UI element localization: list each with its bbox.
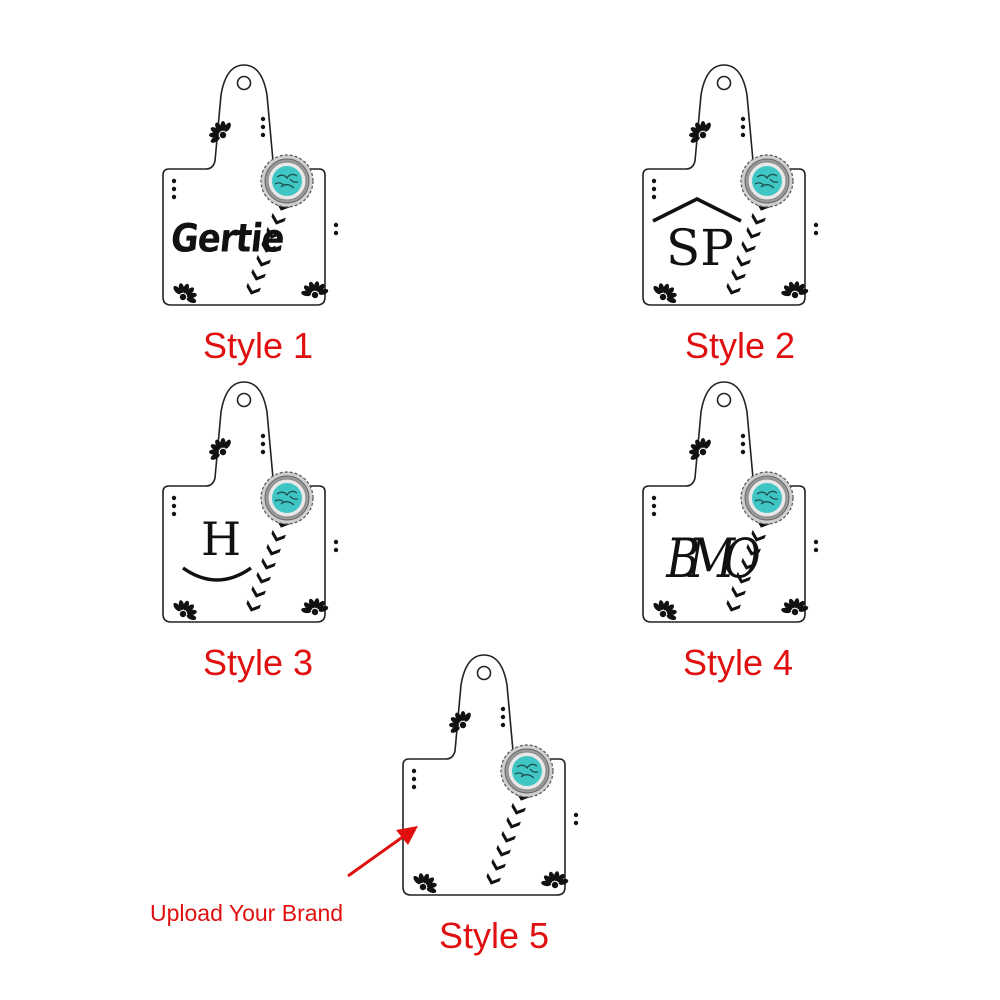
tag-art	[162, 381, 339, 623]
tag-style-3: H	[151, 381, 341, 627]
tag-engraving: Gertie	[168, 216, 287, 262]
style-5-label: Style 5	[438, 915, 550, 956]
style-2-label: Style 2	[684, 325, 796, 366]
tag-art	[642, 381, 819, 623]
tag-style-4: BMO	[631, 381, 821, 627]
dot-column-icon	[171, 116, 339, 236]
turquoise-concho-icon	[500, 744, 554, 798]
dot-column-icon	[171, 433, 339, 553]
turquoise-concho-icon	[260, 154, 314, 208]
tag-engraving: H	[201, 512, 242, 566]
tag-art	[402, 654, 579, 896]
dot-column-icon	[651, 116, 819, 236]
turquoise-concho-icon	[740, 154, 794, 208]
tag-art	[642, 64, 819, 306]
tag-art	[162, 64, 339, 306]
tag-engraving: BMO	[666, 527, 761, 590]
turquoise-concho-icon	[740, 471, 794, 525]
dot-column-icon	[651, 433, 819, 553]
turquoise-concho-icon	[260, 471, 314, 525]
tag-style-1: Gertie	[151, 64, 341, 310]
style-3-label: Style 3	[202, 642, 314, 683]
tag-engraving: SP	[666, 219, 734, 277]
style-4-label: Style 4	[682, 642, 794, 683]
tag-style-2: SP	[631, 64, 821, 310]
upload-brand-callout: Upload Your Brand	[150, 900, 344, 926]
roof-mark-icon	[652, 197, 742, 223]
style-1-label: Style 1	[202, 325, 314, 366]
tag-style-5	[391, 654, 581, 900]
rocker-mark-icon	[181, 566, 253, 582]
dot-column-icon	[411, 706, 579, 826]
